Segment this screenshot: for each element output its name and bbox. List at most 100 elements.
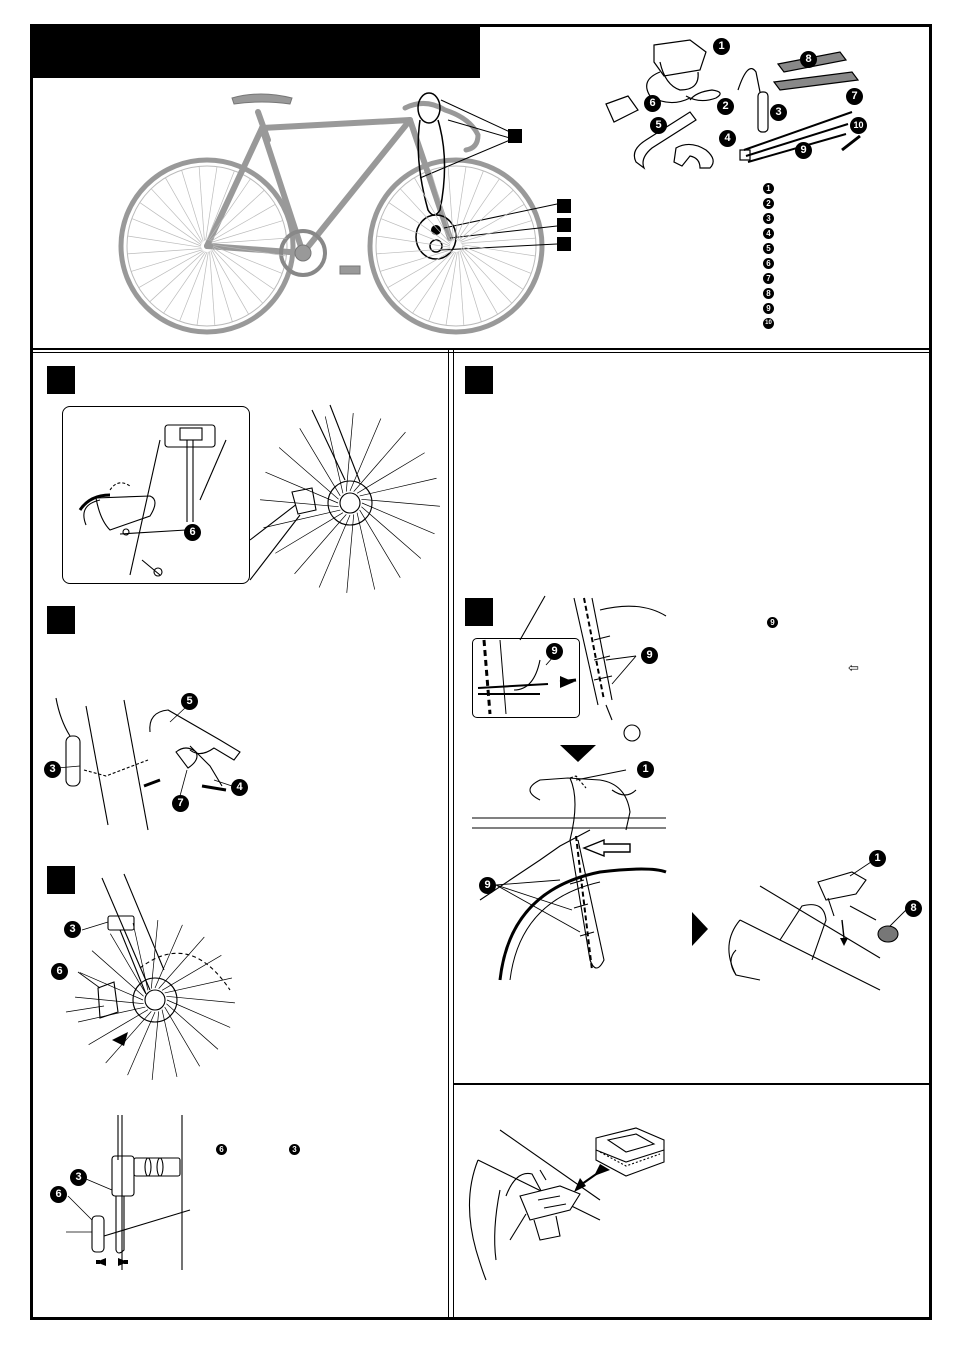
- attach-computer-illustration: [468, 1127, 665, 1281]
- wheel-spoke: [181, 170, 204, 242]
- cable-label-1-bar: 1: [637, 761, 654, 778]
- gap-inline-6: 6: [216, 1144, 227, 1155]
- cable-inline-arrow: ⇦: [848, 661, 859, 676]
- sensor-label-5: 5: [181, 693, 198, 710]
- wheel-spoke: [265, 471, 339, 504]
- wheel-spoke: [166, 1003, 219, 1050]
- parts-list-5: 5: [763, 243, 774, 254]
- alignment-illustration: [65, 873, 235, 1080]
- wheel-spoke: [359, 509, 401, 578]
- wheel-spoke: [460, 249, 498, 315]
- wheel-spoke: [318, 514, 351, 588]
- gap-label-6: 6: [50, 1186, 67, 1203]
- wheel-spoke: [131, 249, 203, 272]
- wheel-spoke: [275, 512, 344, 554]
- wheel-spoke: [458, 189, 514, 241]
- wheel-spoke: [164, 977, 232, 994]
- cable-inline-9: 9: [767, 617, 778, 628]
- wheel-spoke: [414, 177, 452, 243]
- wheel-spoke: [380, 218, 451, 247]
- part-number-3: 3: [770, 104, 787, 121]
- wheel-spoke: [110, 933, 146, 994]
- overview-callout-box-3: [557, 218, 571, 232]
- magnet-detail-callout: [62, 406, 250, 584]
- page-frame: [30, 24, 932, 1320]
- sensor-mount-illustration: [55, 697, 241, 831]
- wheel-spoke: [205, 166, 218, 241]
- sensor-label-3: 3: [44, 761, 61, 778]
- wheel-spoke: [149, 251, 205, 303]
- wheel-spoke: [88, 1009, 149, 1045]
- part-number-9: 9: [795, 142, 812, 159]
- wheel-spoke: [388, 202, 451, 245]
- parts-list-6: 6: [763, 258, 774, 269]
- bicycle-overview-illustration: [118, 92, 558, 335]
- wheel-spoke: [447, 166, 454, 241]
- wheel-spoke: [361, 502, 435, 535]
- wheel-spoke: [163, 251, 206, 314]
- wheel-spoke: [208, 178, 251, 241]
- cable-label-9-fork: 9: [641, 647, 658, 664]
- wheel-spoke: [461, 247, 524, 290]
- wheel-spoke: [457, 178, 500, 241]
- wheel-spoke: [455, 170, 484, 241]
- wheel-spoke: [461, 244, 536, 257]
- wheel-spoke: [211, 249, 249, 315]
- part-number-8: 8: [800, 51, 817, 68]
- mount-label-1: 1: [869, 850, 886, 867]
- magnet-detail-illustration: [78, 404, 440, 593]
- wheel-spoke: [127, 248, 202, 255]
- wheel-spoke: [349, 418, 382, 492]
- wheel-spoke: [212, 245, 283, 274]
- wheel-spoke: [158, 936, 205, 989]
- parts-list-10: 10: [763, 318, 774, 329]
- wheel-spoke: [260, 499, 339, 508]
- overview-callout-box-1: [508, 129, 522, 143]
- wheel-spoke: [430, 170, 453, 242]
- wheel-spoke: [461, 237, 536, 244]
- sensor-gap-illustration: [66, 1115, 191, 1270]
- column-divider: [448, 350, 449, 1318]
- top-section-divider-2: [33, 352, 930, 353]
- wheel-spoke: [131, 218, 202, 247]
- wheel-spoke: [206, 170, 235, 241]
- wheel-spoke: [212, 248, 264, 304]
- parts-illustration: [605, 39, 861, 170]
- wheel-spoke: [356, 512, 376, 590]
- step-1-marker: [47, 366, 75, 394]
- step-5-marker: [465, 598, 493, 626]
- wheel-spoke: [210, 204, 276, 242]
- wheel-spoke: [166, 999, 231, 1028]
- overview-callout-box-4: [557, 237, 571, 251]
- wheel-spoke: [211, 220, 283, 243]
- wheel-spoke: [138, 250, 204, 288]
- wheel-spoke: [198, 166, 205, 241]
- sensor-label-4: 4: [231, 779, 248, 796]
- title-bar: [33, 27, 480, 78]
- wheel-spoke: [212, 247, 275, 290]
- align-label-6: 6: [51, 963, 68, 980]
- wheel-spoke: [164, 1006, 200, 1067]
- wheel-spoke: [209, 251, 216, 326]
- wheel-spoke: [294, 514, 347, 575]
- wheel-spoke: [179, 251, 208, 322]
- gap-label-3: 3: [70, 1169, 87, 1186]
- wheel-spoke: [380, 249, 452, 272]
- wheel-spoke: [210, 250, 233, 322]
- right-section-divider: [454, 1083, 930, 1085]
- wheel-spoke: [151, 1011, 160, 1080]
- part-number-7: 7: [846, 88, 863, 105]
- parts-list-3: 3: [763, 213, 774, 224]
- parts-list-7: 7: [763, 273, 774, 284]
- wheel-spoke: [91, 950, 144, 997]
- parts-list-4: 4: [763, 228, 774, 239]
- wheel-spoke: [356, 452, 425, 494]
- wheel-spoke: [165, 177, 203, 243]
- wheel-spoke: [361, 506, 422, 559]
- part-number-2: 2: [717, 98, 734, 115]
- wheel-spoke: [161, 955, 222, 991]
- wheel-spoke: [127, 235, 202, 248]
- mount-label-8: 8: [905, 900, 922, 917]
- wheel-spoke: [376, 235, 451, 248]
- wheel-spoke: [445, 251, 458, 326]
